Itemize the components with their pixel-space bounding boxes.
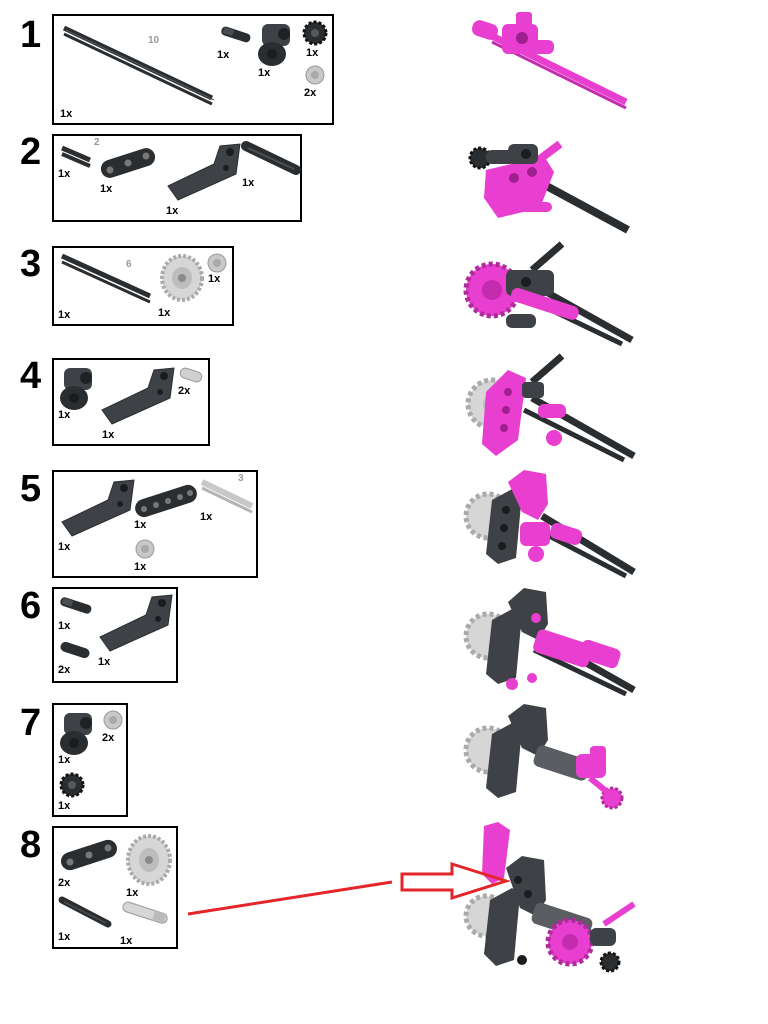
part-qty: 1x	[58, 168, 71, 180]
assembly-step-4	[465, 353, 636, 463]
parts-list-step-6: 1x 2x 1x	[52, 587, 178, 683]
bent-beam-3x5-icon	[101, 367, 175, 425]
gear-8-tooth-icon	[59, 772, 85, 798]
part-qty: 1x	[58, 800, 71, 812]
parts-list-step-8: 2x 1x 1x 1x	[52, 826, 178, 949]
axle-pin-long-icon	[241, 141, 301, 175]
double-cross-block-icon	[60, 368, 92, 410]
part-qty: 1x	[258, 67, 271, 79]
part-qty: 1x	[100, 183, 113, 195]
assembly-step-8	[463, 822, 636, 973]
step-number-6: 6	[20, 585, 42, 627]
part-qty: 1x	[58, 754, 71, 766]
part-qty: 2x	[304, 87, 317, 99]
step-number-4: 4	[20, 355, 42, 397]
part-qty: 1x	[58, 409, 71, 421]
assembly-step-2	[468, 140, 630, 234]
axle-pin-light-gray-icon	[122, 901, 168, 924]
part-qty: 2x	[58, 664, 71, 676]
parts-list-step-5: 1x 1x 3 1x 1x	[52, 470, 258, 578]
axle-length-label: 6	[126, 259, 132, 270]
gear-24-tooth-icon	[160, 254, 204, 302]
bent-beam-3x5-icon	[61, 479, 135, 537]
beam-5-icon	[135, 484, 197, 518]
bush-light-gray-icon	[135, 539, 155, 559]
pin-light-gray-icon	[179, 367, 203, 383]
part-qty: 1x	[58, 309, 71, 321]
step-number-2: 2	[20, 131, 42, 173]
double-cross-block-icon	[258, 24, 290, 66]
part-qty: 1x	[134, 561, 147, 573]
step-number-8: 8	[20, 824, 42, 866]
axle-4-black-icon	[58, 896, 112, 928]
part-qty: 1x	[58, 541, 71, 553]
beam-3-icon	[100, 148, 156, 178]
assembly-step-5	[463, 470, 636, 579]
gear-8-tooth-icon	[302, 20, 328, 46]
axle-2-icon	[61, 145, 91, 168]
part-qty: 1x	[208, 273, 221, 285]
axle-10-icon	[62, 25, 215, 106]
assembly-step-3	[463, 241, 634, 347]
pointer-line	[187, 880, 393, 916]
parts-list-step-1: 10 1x 1x 1x 1x 2x	[52, 14, 334, 125]
assembly-step-1	[471, 12, 628, 110]
part-qty: 1x	[58, 931, 71, 943]
part-qty: 1x	[120, 935, 133, 947]
assembly-step-7	[463, 704, 624, 810]
part-qty: 1x	[306, 47, 319, 59]
part-qty: 2x	[58, 877, 71, 889]
part-qty: 1x	[242, 177, 255, 189]
part-qty: 1x	[166, 205, 179, 217]
step-number-3: 3	[20, 243, 42, 285]
bush-light-gray-icon	[103, 710, 123, 730]
part-qty: 1x	[58, 620, 71, 632]
double-cross-block-icon	[60, 713, 92, 755]
parts-list-step-7: 1x 2x 1x	[52, 703, 128, 817]
step-number-5: 5	[20, 468, 42, 510]
part-qty: 1x	[102, 429, 115, 441]
axle-length-label: 10	[148, 35, 160, 46]
beam-3-icon	[60, 839, 118, 871]
bent-beam-3x5-icon	[167, 143, 241, 201]
assembly-step-6	[463, 588, 636, 697]
part-qty: 1x	[200, 511, 213, 523]
axle-length-label: 3	[238, 473, 244, 484]
bent-beam-3x5-icon	[99, 594, 173, 652]
pin-black-icon	[60, 641, 90, 659]
gear-24-tooth-icon	[126, 834, 172, 886]
axle-pin-black-icon	[221, 26, 251, 43]
parts-list-step-2: 2 1x 1x 1x 1x	[52, 134, 302, 222]
parts-list-step-3: 6 1x 1x 1x	[52, 246, 234, 326]
bush-light-gray-icon	[207, 253, 227, 273]
part-qty: 1x	[217, 49, 230, 61]
parts-list-step-4: 1x 1x 2x	[52, 358, 210, 446]
part-qty: 1x	[134, 519, 147, 531]
axle-length-label: 2	[94, 137, 100, 148]
part-qty: 2x	[102, 732, 115, 744]
part-qty: 1x	[126, 887, 139, 899]
axle-6-icon	[60, 253, 152, 304]
step-number-1: 1	[20, 14, 42, 56]
axle-pin-black-icon	[60, 597, 92, 614]
step-number-7: 7	[20, 702, 42, 744]
part-qty: 1x	[98, 656, 111, 668]
axle-3-light-gray-icon	[200, 479, 254, 514]
bush-light-gray-icon	[305, 65, 325, 85]
part-qty: 1x	[60, 108, 73, 120]
part-qty: 1x	[158, 307, 171, 319]
part-qty: 2x	[178, 385, 191, 397]
